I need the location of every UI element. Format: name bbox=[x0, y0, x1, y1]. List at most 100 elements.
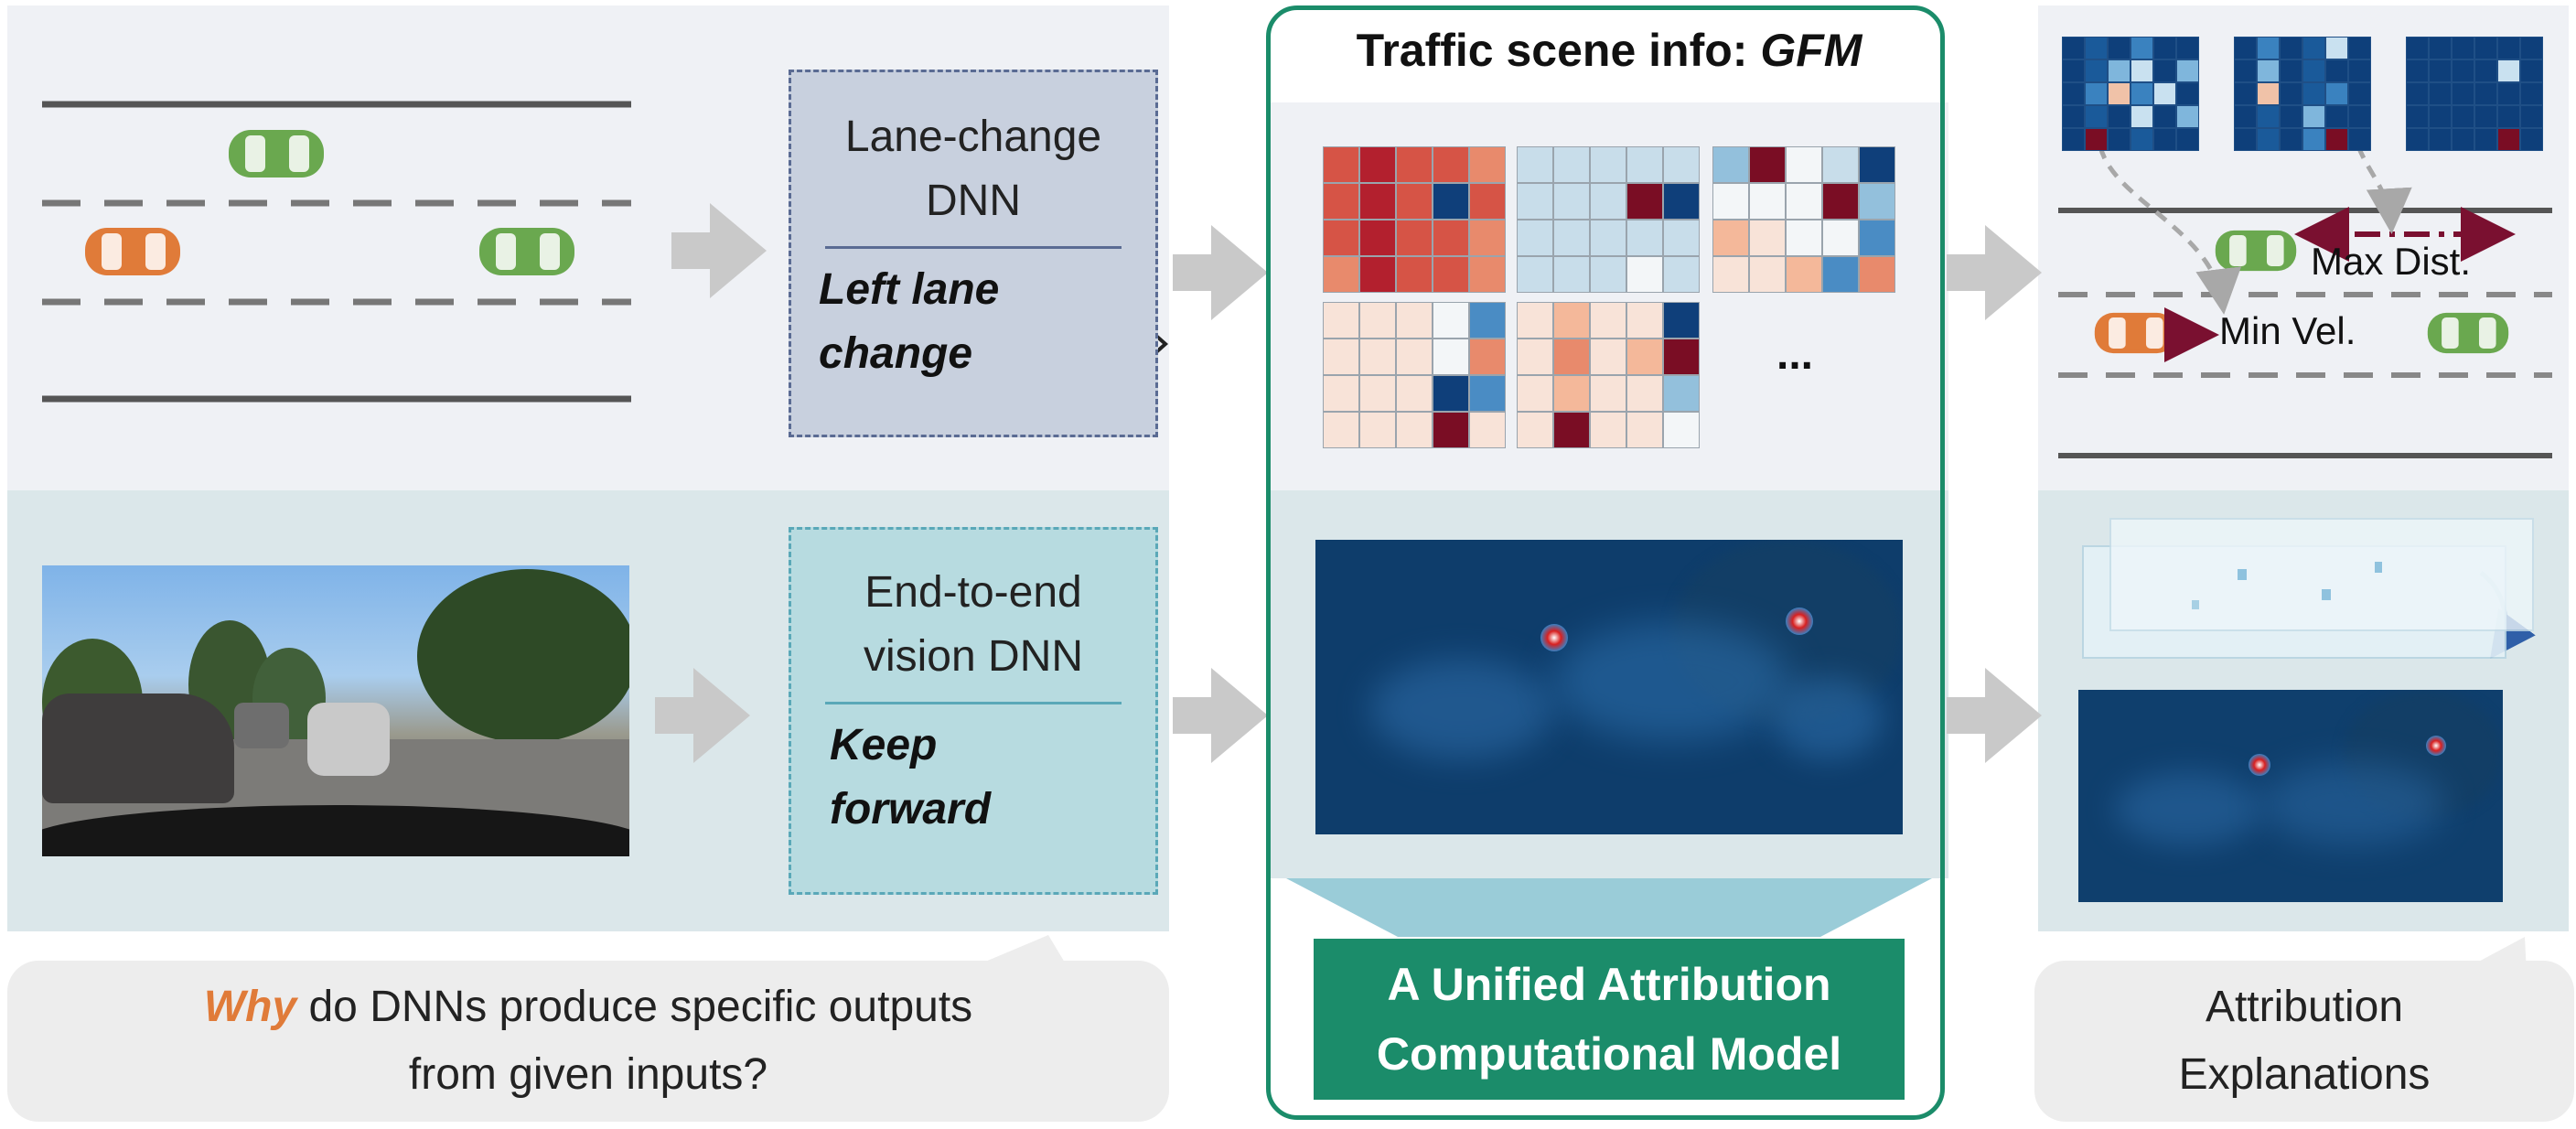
matrix-cell bbox=[2406, 37, 2429, 59]
heatmap-cell bbox=[1517, 412, 1553, 448]
matrix-cell bbox=[2348, 37, 2371, 59]
heatmap-cell bbox=[1517, 339, 1553, 375]
matrix-cell bbox=[2153, 82, 2176, 105]
matrix-cell bbox=[2325, 105, 2348, 128]
matrix-cell bbox=[2108, 105, 2131, 128]
heatmap-cell bbox=[1626, 146, 1663, 183]
matrix-cell bbox=[2062, 59, 2085, 82]
matrix-cell bbox=[2234, 82, 2257, 105]
heatmap-cell bbox=[1626, 375, 1663, 412]
matrix-cell bbox=[2257, 105, 2280, 128]
lane-output-line1: Left lane bbox=[819, 265, 1000, 314]
gfm-title-prefix: Traffic scene info: bbox=[1356, 25, 1761, 76]
heatmap-cell bbox=[1323, 339, 1359, 375]
green-car bbox=[479, 228, 574, 275]
matrix-cell bbox=[2325, 59, 2348, 82]
heatmap-cell bbox=[1323, 146, 1359, 183]
heatmap-cell bbox=[1359, 256, 1396, 293]
matrix-cell bbox=[2302, 82, 2325, 105]
matrix-cell bbox=[2257, 59, 2280, 82]
matrix-cell bbox=[2452, 37, 2474, 59]
heatmap-cell bbox=[1469, 220, 1506, 256]
matrix-cell bbox=[2325, 82, 2348, 105]
lane-dnn-label-line1: Lane-change bbox=[844, 113, 1102, 161]
matrix-cell bbox=[2131, 59, 2153, 82]
heatmap-cell bbox=[1469, 375, 1506, 412]
heatmap-cell bbox=[1433, 375, 1469, 412]
heatmap-cell bbox=[1590, 220, 1626, 256]
matrix-cell bbox=[2280, 82, 2302, 105]
heatmap-cell bbox=[1663, 256, 1700, 293]
saliency-blob bbox=[2261, 763, 2444, 845]
heatmap-cell bbox=[1517, 375, 1553, 412]
heatmap-cell bbox=[1517, 302, 1553, 339]
matrix-cell bbox=[2131, 105, 2153, 128]
matrix-cell bbox=[2280, 105, 2302, 128]
matrix-cell bbox=[2452, 82, 2474, 105]
matrix-cell bbox=[2497, 128, 2520, 151]
explanation-bubble: Attribution Explanations bbox=[2034, 961, 2574, 1122]
matrix-cell bbox=[2474, 82, 2497, 105]
heatmap-cell bbox=[1663, 220, 1700, 256]
matrix-cell bbox=[2108, 59, 2131, 82]
heatmap-cell bbox=[1323, 375, 1359, 412]
attribution-link-arrow bbox=[2356, 145, 2412, 234]
vision-dnn-label-line1: End-to-end bbox=[864, 568, 1082, 617]
heatmap-cell bbox=[1626, 412, 1663, 448]
matrix-cell bbox=[2108, 128, 2131, 151]
matrix-cell bbox=[2302, 128, 2325, 151]
heatmap-cell bbox=[1590, 302, 1626, 339]
heatmap-cell bbox=[1626, 339, 1663, 375]
heatmap-cell bbox=[1323, 412, 1359, 448]
matrix-cell bbox=[2153, 128, 2176, 151]
matrix-cell bbox=[2257, 128, 2280, 151]
heatmap-cell bbox=[1396, 183, 1433, 220]
heatmap-cell bbox=[1663, 375, 1700, 412]
heatmap-cell bbox=[1712, 256, 1749, 293]
green-car bbox=[229, 130, 324, 177]
heatmap-cell bbox=[1396, 339, 1433, 375]
gfm-title: Traffic scene info: GFM bbox=[1270, 24, 1948, 77]
car-silhouette bbox=[42, 694, 234, 803]
matrix-cell bbox=[2497, 82, 2520, 105]
heatmap-cell bbox=[1822, 146, 1859, 183]
feature-volume bbox=[2082, 518, 2534, 659]
heatmap-cell bbox=[1433, 256, 1469, 293]
heatmap-cell bbox=[1663, 183, 1700, 220]
saliency-blob bbox=[2115, 772, 2261, 845]
matrix-cell bbox=[2497, 59, 2520, 82]
heatmap-cell bbox=[1396, 375, 1433, 412]
divider bbox=[825, 246, 1122, 249]
question-line2: from given inputs? bbox=[408, 1050, 768, 1099]
matrix-cell bbox=[2257, 82, 2280, 105]
divider bbox=[825, 702, 1122, 704]
matrix-cell bbox=[2257, 37, 2280, 59]
heatmap-cell bbox=[1786, 220, 1822, 256]
ellipsis: ... bbox=[1776, 330, 1814, 379]
matrix-cell bbox=[2429, 128, 2452, 151]
heatmap-cell bbox=[1663, 146, 1700, 183]
matrix-cell bbox=[2325, 128, 2348, 151]
heatmap-cell bbox=[1323, 256, 1359, 293]
heatmap-cell bbox=[1553, 183, 1590, 220]
heatmap-cell bbox=[1359, 183, 1396, 220]
matrix-cell bbox=[2452, 128, 2474, 151]
heatmap-cell bbox=[1786, 183, 1822, 220]
green-car bbox=[2427, 312, 2509, 354]
heatmap-cell bbox=[1626, 256, 1663, 293]
matrix-cell bbox=[2302, 105, 2325, 128]
heatmap-cell bbox=[1712, 146, 1749, 183]
matrix-cell bbox=[2085, 37, 2108, 59]
matrix-cell bbox=[2085, 59, 2108, 82]
heatmap-cell bbox=[1626, 302, 1663, 339]
heatmap-cell bbox=[1517, 146, 1553, 183]
matrix-cell bbox=[2429, 82, 2452, 105]
heatmap-cell bbox=[1359, 146, 1396, 183]
matrix-cell bbox=[2131, 37, 2153, 59]
heatmap-cell bbox=[1359, 220, 1396, 256]
heatmap-cell bbox=[1359, 375, 1396, 412]
heatmap-cell bbox=[1626, 183, 1663, 220]
matrix-cell bbox=[2176, 82, 2199, 105]
matrix-cell bbox=[2302, 37, 2325, 59]
vision-dnn-box: End-to-end vision DNN Keep forward bbox=[789, 527, 1158, 895]
